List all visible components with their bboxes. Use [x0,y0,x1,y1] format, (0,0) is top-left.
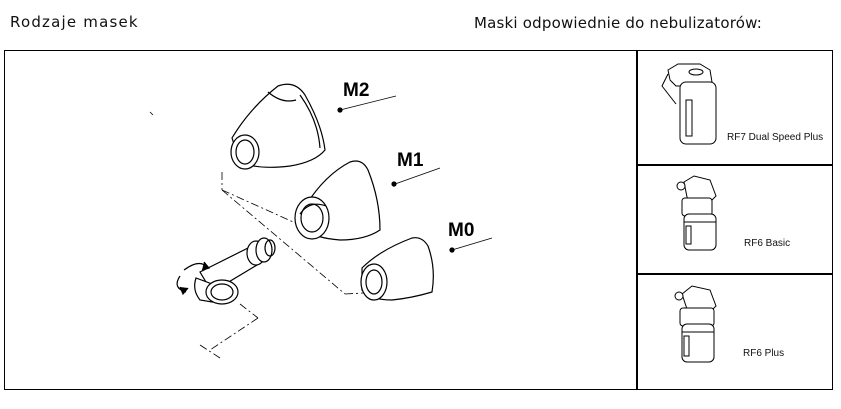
rotate-arrows-icon [176,261,211,296]
nebulizer-rf7-icon [661,63,717,145]
mask-label-m1: M1 [397,150,424,171]
nebulizer-rf6-basic-icon [676,175,717,251]
mask-label-m2: M2 [343,80,369,101]
nebulizer-label-rf7: RF7 Dual Speed Plus [727,132,824,143]
mask-label-m0: M0 [448,220,474,241]
mask-m2-icon [230,83,326,170]
nebulizer-label-rf6-basic: RF6 Basic [744,238,791,249]
panel-divider [636,50,638,390]
mask-m0-icon [360,237,434,301]
nebulizer-label-rf6-plus: RF6 Plus [743,348,785,359]
diagram-frame [4,50,833,390]
nebulizer-row-divider [636,164,833,166]
nebulizer-rf6-plus-icon [674,285,717,363]
right-title: Maski odpowiednie do nebulizatorów: [474,14,763,32]
assembly-axes [149,111,421,359]
mask-m1-icon [294,160,381,241]
nebulizer-row-divider [636,273,833,275]
connector-icon [194,237,276,305]
left-title: Rodzaje masek [10,13,139,31]
